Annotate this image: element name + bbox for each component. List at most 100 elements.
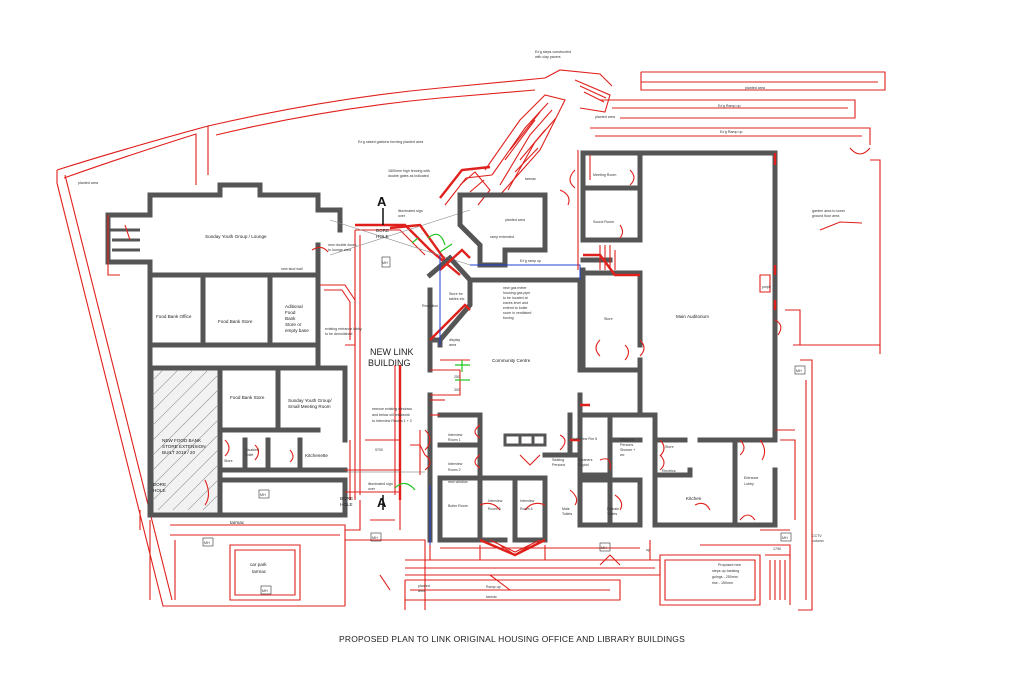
note-bore-top-0: BORE (376, 228, 389, 233)
external-works-bottom (170, 524, 791, 610)
label-store-mid: Store (604, 317, 613, 321)
note-up: up (646, 548, 650, 552)
mh-1: MH (260, 493, 266, 497)
label-electrics: Electrics (662, 469, 676, 473)
note-ramp3: Ex'g ramp up (520, 259, 541, 263)
note-steps-1: with clay pavers (535, 55, 561, 59)
label-new-link-1: BUILDING (368, 358, 411, 368)
existing-steps (439, 79, 611, 206)
note-bore-left-1: HOLE (153, 488, 166, 493)
note-illum-top-1: over (398, 214, 406, 218)
label-cleaners-0: Cleaners (578, 458, 593, 462)
label-male-1: Toilets (562, 512, 572, 516)
label-small-meeting-1: Small Meeting Room (288, 404, 331, 409)
label-food-bank-store-2: Food Bank Store (230, 395, 265, 400)
note-steps-0: Ex'g steps constructed (535, 50, 571, 54)
note-fencing-0: 1800mm high fencing with (388, 169, 430, 173)
community-centre-red-work (424, 248, 651, 561)
right-building-walls (580, 150, 778, 528)
note-gas-0: new gas meter (503, 286, 527, 290)
note-planted-top2: planted area (595, 115, 615, 119)
label-int1-0: Interview (448, 433, 463, 437)
label-meeting-room: Meeting Room (593, 173, 616, 177)
note-cctv-0: CCTV (812, 534, 822, 538)
label-cleaners-1: Cupbd (578, 463, 589, 467)
label-store-tables-1: tables etc (449, 297, 465, 301)
new-green-elements (394, 233, 470, 491)
label-kitchenette: Kitchenette (305, 453, 328, 458)
label-seating-1: Persons (552, 463, 565, 467)
label-reception: Reception (422, 304, 438, 308)
label-shower-2: Shower + (620, 448, 635, 452)
note-ramp1: Ex'g Ramp up (718, 104, 740, 108)
note-planted-bot-0: planted (418, 584, 430, 588)
label-shower-3: wc (620, 453, 625, 457)
note-bore-top-1: HOLE (376, 234, 389, 239)
mh-5: MH (382, 261, 388, 265)
label-display-0: display (449, 338, 460, 342)
label-planted-mid: planted area (505, 218, 525, 222)
note-steps-new-3: rise - 150mm (712, 581, 733, 585)
label-lobby-0: Entrance (744, 476, 758, 480)
note-planted-left: planted area (78, 181, 98, 185)
label-disabled-toilet-1: Toilet (245, 453, 253, 457)
label-female-1: Toilets (607, 512, 617, 516)
label-store-tables-0: Store for (449, 292, 464, 296)
manhole-markers (202, 256, 806, 595)
note-250: 250 (454, 375, 460, 379)
note-steps-new-1: steps up banking (712, 569, 739, 573)
note-remove-1: and below cill brickwork (372, 413, 410, 417)
label-new-link-0: NEW LINK (370, 347, 414, 357)
note-gas-6: boxing (503, 316, 514, 320)
mh-6: MH (601, 546, 607, 550)
note-1790: 1790 (773, 547, 781, 551)
note-new-window: new window (448, 480, 468, 484)
label-additional-fb-4: empty base (285, 328, 309, 333)
label-kitchen: Kitchen (686, 496, 702, 501)
label-int5: Interview Rm 5 (573, 437, 597, 441)
note-remove-0: remove existing windows (372, 407, 412, 411)
label-disabled-toilet-0: Disabled (245, 448, 259, 452)
note-illum-bot-0: illuminated sign (368, 482, 393, 486)
food-bank-extension-hatch (152, 369, 219, 514)
note-bore-left-0: BORE (153, 482, 166, 487)
label-int1-1: Room 1 (448, 438, 461, 442)
label-additional-fb-1: Food (285, 310, 296, 315)
note-gas-1: housing gas pipe (503, 291, 530, 295)
note-cctv-1: column (812, 539, 824, 543)
note-300: 300 (454, 388, 460, 392)
room-labels: Sunday Youth Group / Lounge Food Bank Of… (156, 173, 771, 516)
note-lobby-demolish-1: to be demolished (325, 332, 352, 336)
label-int3-0: Interview (488, 499, 503, 503)
note-gas-5: room in ventilated (503, 311, 531, 315)
label-int3-1: Room 3 (488, 507, 501, 511)
label-store-right: Store (665, 445, 674, 449)
label-fb-ext-2: BUILT 2019 / 20 (162, 450, 195, 455)
label-additional-fb-0: Aditional (285, 304, 303, 309)
note-bore-bot-0: BORE (340, 496, 353, 501)
annotation-notes: Ex'g steps constructed with clay pavers … (78, 50, 846, 599)
note-garden-0: garden area to lower (812, 209, 846, 213)
label-additional-fb-2: Bank (285, 316, 296, 321)
label-int2-0: Interview (448, 462, 463, 466)
label-int4-1: Room 4 (520, 507, 533, 511)
label-community-centre: Community Centre (492, 358, 531, 363)
note-carpark-0: car park (250, 562, 267, 567)
mh-3: MH (262, 589, 268, 593)
note-ramp2: Ex'g Ramp up (720, 130, 742, 134)
note-double-doors-0: new double doors (328, 243, 357, 247)
note-bore-bot-1: HOLE (340, 502, 353, 507)
label-fb-ext-0: NEW FOOD BANK (162, 438, 202, 443)
label-pulpit: pulpit (762, 285, 771, 289)
label-main-auditorium: Main Auditorium (676, 314, 709, 319)
note-gas-3: eaves level and (503, 301, 528, 305)
note-garden-1: ground floor area (812, 214, 839, 218)
label-male-0: Male (562, 507, 570, 511)
label-display-1: area (449, 343, 456, 347)
label-food-bank-office: Food Bank Office (156, 314, 192, 319)
note-tarmac-top: tarmac (525, 177, 536, 181)
mh-2: MH (204, 541, 210, 545)
note-fencing-1: double gates as indicated (388, 174, 429, 178)
note-stud-wall: new stud wall (281, 267, 303, 271)
